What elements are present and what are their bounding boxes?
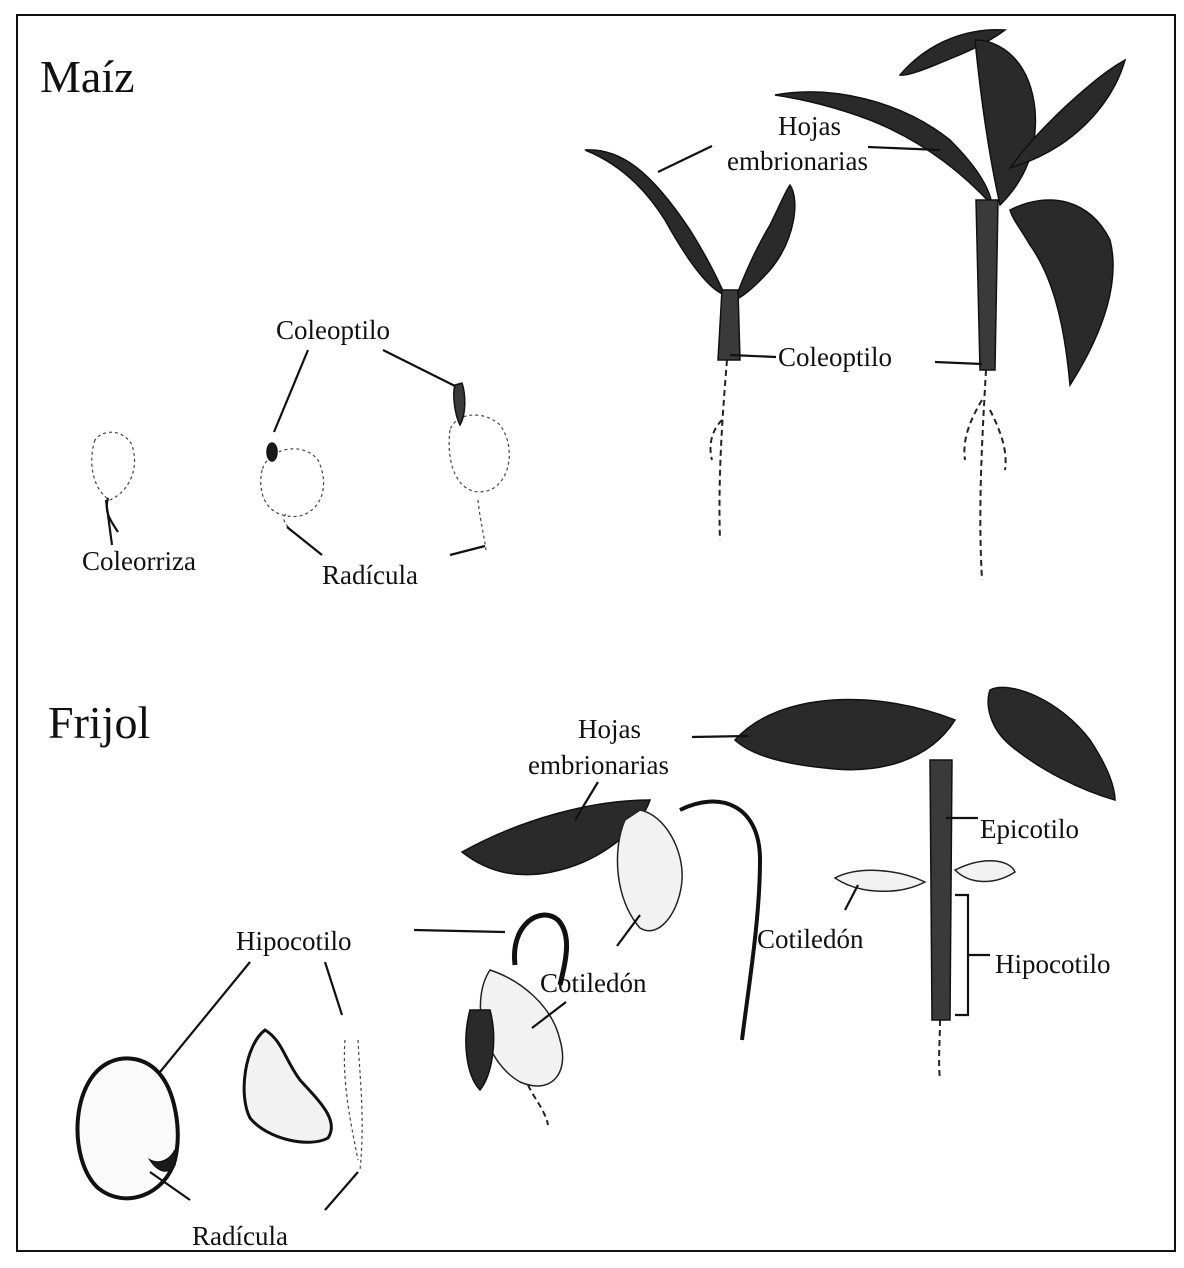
frijol-label-hojas-1: Hojas — [578, 714, 641, 744]
frijol-seed — [77, 1058, 177, 1198]
frijol-label-epicotilo: Epicotilo — [980, 814, 1079, 844]
frijol-leader-hipocotilo-c — [414, 930, 505, 932]
frijol-label-cotiledon-right: Cotiledón — [757, 924, 864, 954]
maiz-leader-coleoptilo-b — [383, 350, 455, 386]
frijol-label-hojas-2: embrionarias — [528, 750, 669, 780]
frijol-leader-hipocotilo-b — [325, 962, 342, 1015]
maiz-leader-coleoptilo-a — [274, 350, 308, 432]
frijol-leader-radicula-b — [325, 1172, 358, 1210]
frijol-leader-hojas-right — [692, 736, 748, 737]
frijol-title: Frijol — [48, 697, 150, 748]
maiz-leader-radicula-b — [450, 546, 485, 555]
maiz-label-hojas-2: embrionarias — [727, 146, 868, 176]
maiz-label-coleorriza: Coleorriza — [82, 546, 196, 576]
frijol-hipocotilo-bracket — [955, 895, 968, 1015]
maiz-leader-hojas-left — [658, 146, 712, 172]
frijol-leader-cotiledon-c — [845, 885, 858, 910]
frijol-label-cotiledon-middle: Cotiledón — [540, 968, 647, 998]
frijol-label-hipocotilo-left: Hipocotilo — [236, 926, 352, 956]
frijol-hook-seedling — [466, 915, 567, 1125]
maiz-label-coleoptilo-top: Coleoptilo — [276, 315, 390, 345]
maiz-seed-stage-3 — [449, 383, 509, 550]
frijol-mature-seedling — [735, 687, 1115, 1080]
frijol-leader-hipocotilo-a — [160, 962, 250, 1072]
frijol-leader-cotiledon-b — [617, 915, 640, 946]
maiz-title: Maíz — [40, 51, 135, 102]
maiz-label-radicula: Radícula — [322, 560, 418, 590]
maiz-seedling-small — [585, 150, 795, 540]
frijol-label-radicula: Radícula — [192, 1221, 288, 1251]
maiz-label-coleoptilo-right: Coleoptilo — [778, 342, 892, 372]
maiz-seed-stage-2 — [261, 443, 324, 532]
maiz-seed-stage-1 — [92, 432, 135, 532]
frijol-label-hipocotilo-right: Hipocotilo — [995, 949, 1111, 979]
frijol-germinating-seed — [244, 1030, 362, 1170]
maiz-leader-radicula-a — [287, 527, 322, 555]
maiz-leader-coleoptilo-d — [935, 362, 982, 364]
maiz-label-hojas-1: Hojas — [778, 111, 841, 141]
